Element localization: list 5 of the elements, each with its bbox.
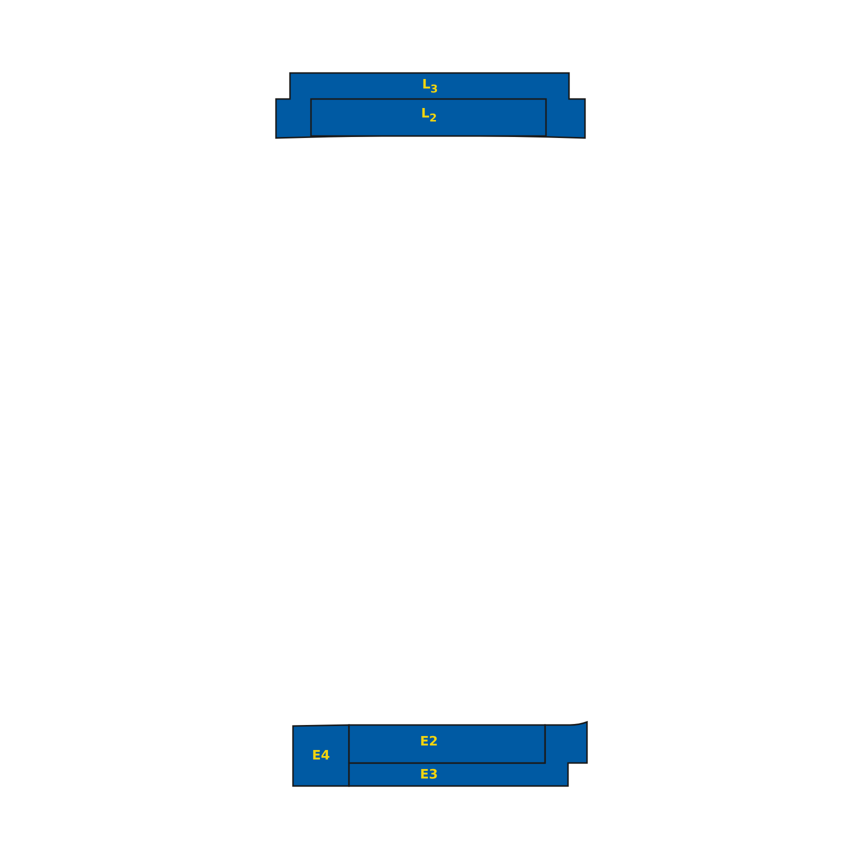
part-label: L$_{2}$	[421, 106, 437, 126]
part-label: E3	[420, 768, 438, 782]
part-label: E2	[420, 734, 438, 750]
part-label: E4	[312, 748, 330, 764]
part-label: L$_{3}$	[422, 78, 438, 96]
